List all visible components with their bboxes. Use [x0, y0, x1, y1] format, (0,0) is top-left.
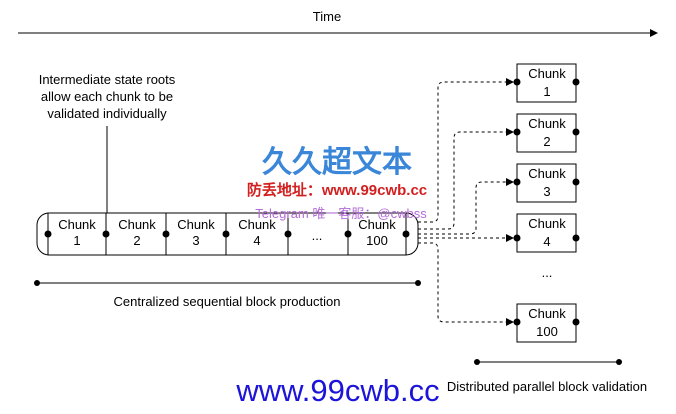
sequential-ellipsis: ... — [312, 228, 323, 243]
time-label: Time — [313, 9, 341, 24]
chunk-word: Chunk — [528, 66, 566, 81]
sequential-chunk-1: Chunk 1 — [47, 212, 107, 256]
annotation-line-1: Intermediate state roots — [39, 72, 176, 87]
annotation-line-3: validated individually — [47, 106, 167, 121]
annotation-text: Intermediate state roots allow each chun… — [39, 72, 176, 121]
chunk-word: Chunk — [528, 306, 566, 321]
distributed-label: Distributed parallel block validation — [447, 379, 647, 394]
dispatch-arrow-1 — [418, 78, 514, 223]
parallel-chunk-4: Chunk 4 — [516, 213, 577, 253]
dispatch-arrow-5 — [418, 242, 514, 326]
distributed-span-line — [474, 359, 622, 365]
centralized-label: Centralized sequential block production — [114, 294, 341, 309]
chunk-word: Chunk — [528, 166, 566, 181]
sequential-connection-dots — [44, 230, 410, 238]
dispatch-arrow-2 — [418, 128, 514, 230]
chunk-word: Chunk — [58, 217, 96, 232]
chunk-number: 2 — [543, 134, 550, 149]
watermark-contact: Telegram 唯一客服：@cwbss — [255, 206, 427, 221]
chunk-word: Chunk — [118, 217, 156, 232]
chunk-number: 2 — [133, 233, 140, 248]
parallel-connection-dots — [513, 78, 580, 326]
watermark-title: 久久超文本 — [262, 145, 412, 179]
sequential-chunk-4: Chunk 4 — [225, 212, 289, 256]
watermark-url: www.99cwb.cc — [235, 373, 439, 408]
chunk-number: 1 — [543, 84, 550, 99]
dispatch-arrow-3 — [418, 178, 514, 235]
parallel-ellipsis: ... — [542, 265, 553, 280]
chunk-number: 100 — [366, 233, 388, 248]
chunk-word: Chunk — [528, 116, 566, 131]
parallel-chunk-3: Chunk 3 — [516, 163, 577, 203]
chunk-word: Chunk — [238, 217, 276, 232]
parallel-chunk-1: Chunk 1 — [516, 63, 577, 103]
chunk-number: 4 — [253, 233, 260, 248]
sequential-chunk-2: Chunk 2 — [105, 212, 167, 256]
chunk-number: 3 — [192, 233, 199, 248]
watermark-address: 防丢地址：www.99cwb.cc — [247, 181, 427, 199]
chunk-number: 100 — [536, 324, 558, 339]
chunk-word: Chunk — [358, 217, 396, 232]
annotation-line-2: allow each chunk to be — [41, 89, 173, 104]
dispatch-arrows — [418, 78, 514, 326]
chunk-word: Chunk — [528, 216, 566, 231]
centralized-span-line — [34, 280, 421, 286]
chunk-number: 4 — [543, 234, 550, 249]
parallel-chunk-100: Chunk 100 — [516, 303, 577, 343]
sequential-chunk-100: Chunk 100 — [347, 212, 407, 256]
sequential-chunk-3: Chunk 3 — [165, 212, 227, 256]
chunk-word: Chunk — [177, 217, 215, 232]
parallel-chunk-2: Chunk 2 — [516, 113, 577, 153]
chunk-number: 3 — [543, 184, 550, 199]
chunk-number: 1 — [73, 233, 80, 248]
